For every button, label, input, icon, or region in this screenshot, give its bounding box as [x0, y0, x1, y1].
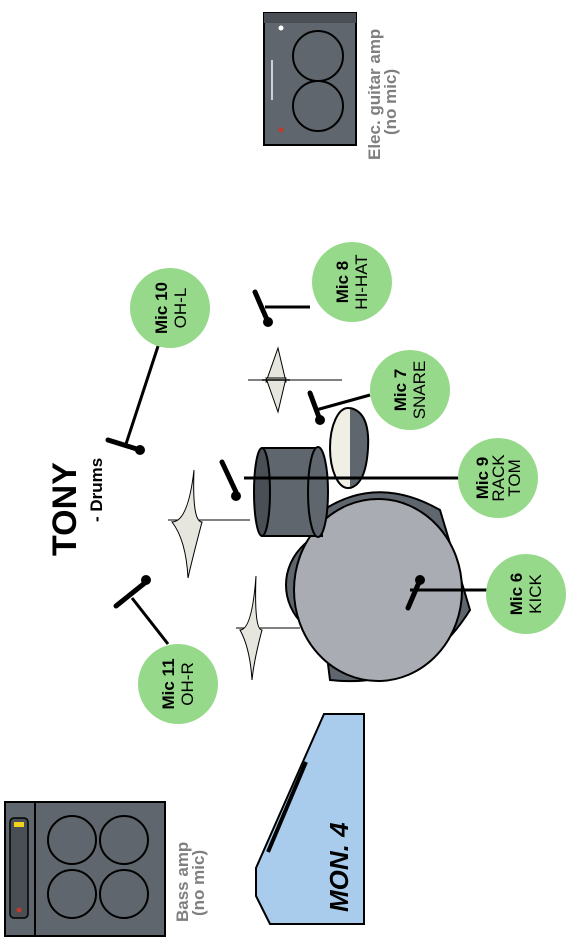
- mic10-mic: [105, 437, 143, 453]
- mic11-badge: [138, 644, 218, 724]
- mic7-stand: [315, 393, 371, 412]
- bass-amp-speaker-2: [99, 815, 149, 865]
- guitar-amp: [263, 12, 357, 146]
- mic6-label: Mic 6 KICK: [486, 554, 566, 634]
- mic7-badge: [370, 350, 450, 430]
- mic11-label: Mic 11 OH-R: [138, 644, 218, 724]
- bass-amp-handle: [9, 817, 29, 919]
- mic6-badge: [486, 554, 566, 634]
- drummer-role: - Drums: [87, 458, 106, 522]
- mic10-line1: OH-L: [171, 288, 190, 329]
- mic9-line1: RACK: [489, 454, 508, 502]
- mic8-mic: [252, 289, 271, 325]
- mic10-title: Mic 10: [152, 282, 171, 334]
- bass-amp-label-line1: Bass amp: [173, 842, 192, 922]
- bass-amp: [4, 801, 166, 937]
- guitar-amp-light: [278, 25, 284, 31]
- mic-stands: [105, 289, 490, 645]
- mic11-mic: [113, 579, 149, 609]
- mic8-badge: [312, 242, 392, 322]
- guitar-amp-jack: [278, 127, 284, 133]
- drummer-name: TONY: [46, 462, 84, 556]
- mic10-label: Mic 10 OH-L: [130, 268, 210, 348]
- guitar-amp-label-line2: (no mic): [381, 69, 400, 135]
- monitor-wedge: MON. 4: [255, 713, 365, 925]
- mic8-title: Mic 8: [333, 261, 352, 304]
- mic7-label: Mic 7 SNARE: [370, 350, 450, 430]
- mic6-mic: [405, 577, 423, 611]
- hi-hat-cymbal: [248, 346, 342, 414]
- mic9-badge: [458, 438, 538, 518]
- bass-amp-light: [14, 822, 24, 827]
- guitar-amp-speaker-2: [292, 80, 344, 132]
- mic7-line1: SNARE: [410, 361, 429, 420]
- guitar-amp-label-line1: Elec. guitar amp: [365, 29, 384, 160]
- mic7-title: Mic 7: [391, 369, 410, 412]
- mic11-title: Mic 11: [159, 658, 178, 709]
- mic9-title: Mic 9: [473, 457, 492, 500]
- mic11-line1: OH-R: [178, 662, 197, 705]
- monitor-edge: [266, 761, 308, 853]
- bass-amp-speaker-1: [47, 815, 97, 865]
- bass-amp-label-line2: (no mic): [189, 850, 208, 916]
- bass-amp-speaker-3: [47, 869, 97, 919]
- guitar-amp-top-edge: [264, 13, 356, 23]
- mic6-line1: KICK: [526, 574, 545, 614]
- mic9-line2: TOM: [505, 459, 524, 496]
- drum-kit: [253, 407, 472, 683]
- bass-amp-speaker-4: [99, 869, 149, 919]
- mic11-stand: [130, 597, 170, 645]
- crash-cymbal: [236, 575, 300, 681]
- mic9-mic: [219, 459, 239, 495]
- mic9-label: Mic 9 RACK TOM: [458, 438, 538, 518]
- mic10-badge: [130, 268, 210, 348]
- monitor-label: MON. 4: [324, 822, 354, 912]
- mic6-title: Mic 6: [507, 573, 526, 616]
- ride-cymbal: [168, 469, 250, 579]
- mic10-stand: [124, 333, 164, 445]
- monitor-body: [255, 713, 365, 925]
- mic8-line1: HI-HAT: [352, 254, 371, 309]
- bass-amp-jack: [16, 907, 22, 913]
- rack-tom-head: [307, 446, 329, 538]
- mic8-label: Mic 8 HI-HAT: [312, 242, 392, 322]
